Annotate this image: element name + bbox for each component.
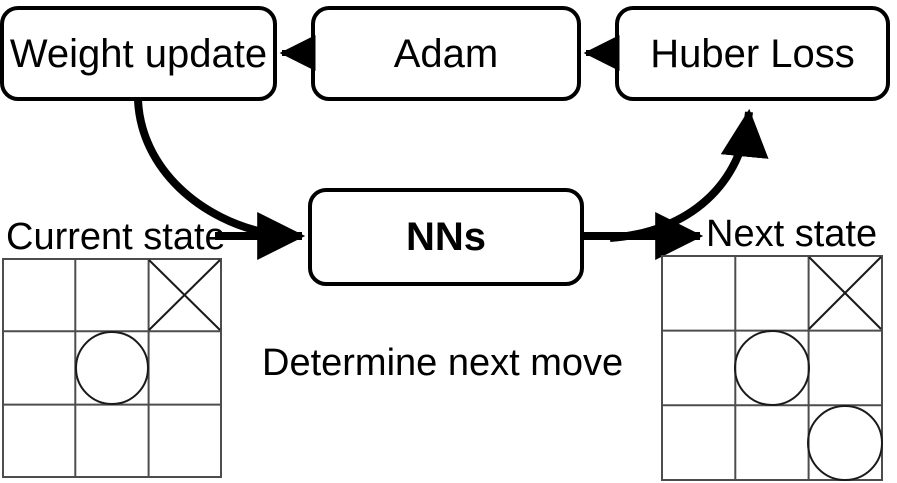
label-determine-next-move: Determine next move xyxy=(262,342,624,384)
node-weight-update[interactable]: Weight update xyxy=(0,6,277,101)
node-nns[interactable]: NNs xyxy=(308,188,584,286)
board-mark-o xyxy=(807,405,883,481)
node-weight-update-label: Weight update xyxy=(9,31,268,76)
board-mark-o xyxy=(75,331,149,405)
label-next-state: Next state xyxy=(706,213,878,255)
node-huber-loss[interactable]: Huber Loss xyxy=(615,6,890,101)
node-adam[interactable]: Adam xyxy=(311,6,581,101)
board-mark-x xyxy=(148,259,221,331)
board-mark-x xyxy=(808,256,882,330)
board-current-state[interactable] xyxy=(2,258,222,478)
node-nns-label: NNs xyxy=(405,215,487,259)
board-mark-o xyxy=(734,330,810,406)
edge-weight-update-to-nns xyxy=(134,99,273,238)
node-adam-label: Adam xyxy=(393,31,499,76)
node-huber-loss-label: Huber Loss xyxy=(650,31,855,76)
board-next-state[interactable] xyxy=(661,255,883,481)
label-current-state: Current state xyxy=(6,216,226,258)
